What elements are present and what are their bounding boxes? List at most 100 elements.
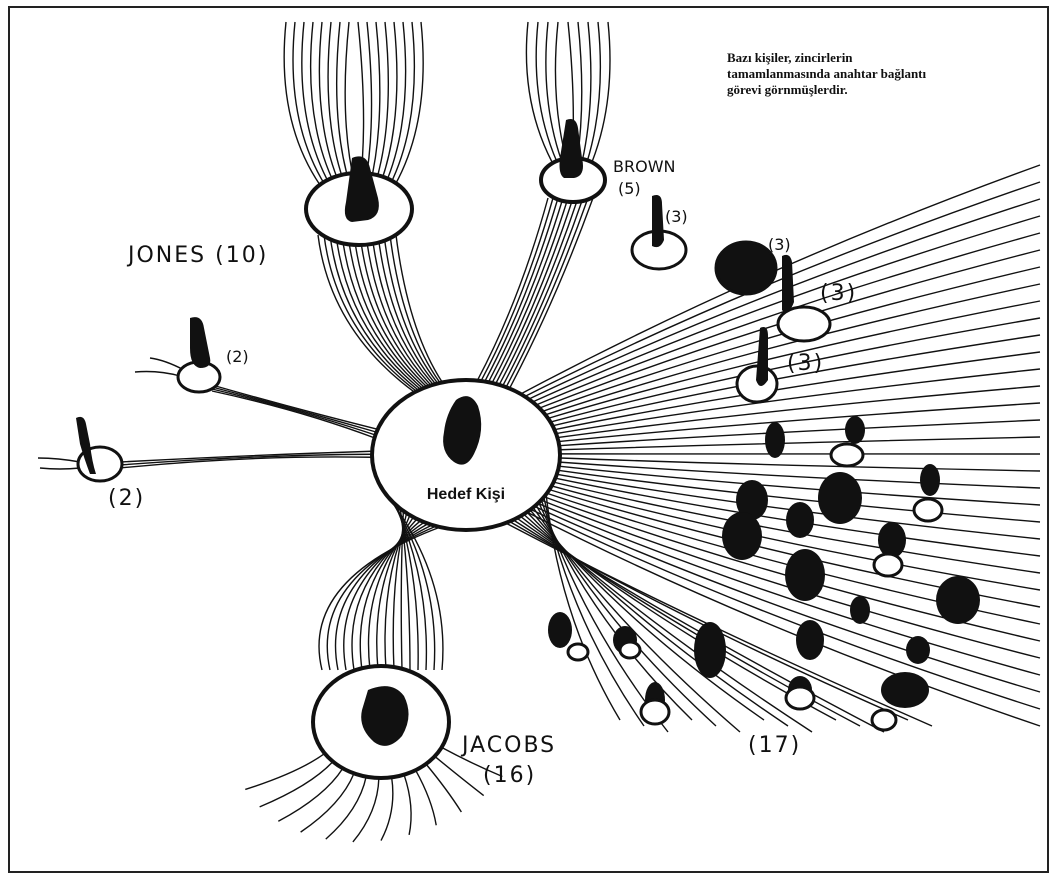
person-figure <box>881 672 929 708</box>
brown-to-target-line <box>498 197 579 386</box>
brown-to-target-line <box>495 197 574 385</box>
jacobs-incoming-line <box>277 767 344 822</box>
right-incoming-line <box>551 485 1041 591</box>
jacobs-count: (16) <box>483 763 536 788</box>
person-figure <box>920 464 940 496</box>
jones-node <box>304 156 414 247</box>
brown-label: BROWN <box>613 157 675 176</box>
right-incoming-line <box>542 266 1041 413</box>
right-d-node <box>735 327 779 404</box>
jones-to-target-line <box>365 234 432 386</box>
right-incoming-line <box>553 481 1041 574</box>
left-lower-incoming-line <box>37 457 81 463</box>
left-lower-to-target-line <box>119 450 373 463</box>
right-incoming-line <box>555 477 1041 557</box>
caption-line: tamamlanmasında anahtar bağlantı <box>727 66 927 81</box>
person-node <box>639 698 671 726</box>
jacobs-incoming-line <box>259 761 334 808</box>
right-a-count: (3) <box>665 207 688 226</box>
jacobs-to-target-line <box>388 497 444 671</box>
right-incoming-line <box>557 385 1041 439</box>
target-node: Hedef Kişi <box>370 378 562 532</box>
connection-lines <box>37 21 1041 843</box>
jacobs-to-target-line <box>396 506 419 671</box>
jones-to-target-line <box>317 234 415 393</box>
person-figure <box>785 549 825 601</box>
person-figure <box>765 422 785 458</box>
left-lower-count: (2) <box>108 486 145 511</box>
jones-incoming-line <box>369 21 381 186</box>
person-node <box>784 685 816 711</box>
left-upper-to-target-line <box>211 388 376 436</box>
person-figure <box>796 620 824 660</box>
caption-line: Bazı kişiler, zincirlerin <box>727 50 853 65</box>
jacobs-incoming-line <box>300 773 355 833</box>
brown-incoming-line <box>581 21 592 163</box>
left-upper-to-target-line <box>211 390 375 439</box>
right-a-node <box>630 195 688 271</box>
right-incoming-line <box>547 300 1041 420</box>
caption-line: görevi görnmüşlerdir. <box>727 82 848 97</box>
jones-to-target-line <box>389 234 441 384</box>
jones-to-target-line <box>359 234 430 387</box>
jones-to-target-line <box>371 234 434 386</box>
jones-to-target-line <box>341 234 424 389</box>
brown-to-target-line <box>480 197 554 382</box>
jacobs-to-target-line <box>318 526 441 671</box>
jones-incoming-line <box>309 21 336 186</box>
right-c-count: (3) <box>820 281 857 306</box>
person-node <box>870 708 898 732</box>
brown-incoming-line <box>591 21 611 163</box>
right-incoming-line <box>552 334 1041 427</box>
right-incoming-line <box>530 508 1041 710</box>
left-lower-incoming-line <box>39 467 81 470</box>
left-upper-count: (2) <box>226 347 249 366</box>
jones-incoming-line <box>379 21 398 186</box>
right-incoming-line <box>559 436 1041 451</box>
brown-to-target-line <box>491 197 569 384</box>
person-node <box>618 640 642 660</box>
jones-incoming-line <box>335 21 351 186</box>
jones-to-target-line <box>347 234 426 389</box>
left-lower-node <box>76 416 124 483</box>
right-incoming-line <box>535 232 1041 406</box>
right-incoming-line <box>540 499 1041 659</box>
cluster-line <box>532 507 741 733</box>
jones-to-target-line <box>353 234 428 388</box>
brown-to-target-line <box>484 197 559 382</box>
right-incoming-line <box>539 249 1041 409</box>
brown-incoming-line <box>545 21 563 163</box>
person-node <box>912 497 944 523</box>
jones-incoming-line <box>283 21 321 186</box>
jacobs-incoming-line <box>403 774 412 836</box>
right-incoming-line <box>558 402 1041 443</box>
jones-incoming-line <box>394 21 424 186</box>
person-node <box>566 642 590 662</box>
jacobs-incoming-line <box>434 755 485 797</box>
right-d-count: (3) <box>787 351 824 376</box>
left-upper-to-target-line <box>211 384 378 430</box>
person-figure <box>786 502 814 538</box>
brown-to-target-line <box>487 197 564 383</box>
jones-incoming-line <box>292 21 326 186</box>
cluster-line <box>529 509 765 721</box>
brown-count: (5) <box>618 179 641 198</box>
right-c-node <box>776 254 832 343</box>
right-incoming-line <box>556 473 1041 540</box>
jacobs-incoming-line <box>380 777 394 841</box>
right-b-node <box>714 240 778 296</box>
person-figure <box>906 636 930 664</box>
cluster-line <box>523 513 813 733</box>
jones-to-target-line <box>383 234 439 384</box>
jacobs-to-target-line <box>343 523 429 671</box>
brown-incoming-line <box>525 21 553 163</box>
jacobs-to-target-line <box>391 500 436 671</box>
jones-label: JONES (10) <box>126 243 268 268</box>
left-upper-node <box>176 317 222 394</box>
cluster-line <box>543 496 645 727</box>
cluster-line <box>526 511 789 727</box>
right-incoming-line <box>559 461 1041 489</box>
person-figure <box>736 480 768 520</box>
person-figures <box>548 416 980 732</box>
